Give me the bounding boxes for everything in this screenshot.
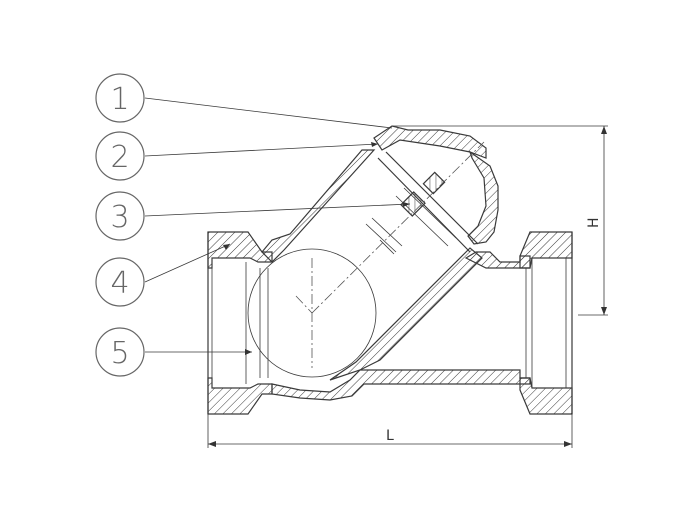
length-label: L [386, 428, 394, 444]
leader-lines [144, 97, 411, 355]
left-end-body [207, 231, 273, 415]
callout-4-label: 4 [110, 266, 129, 301]
callout-4: 4 [95, 257, 145, 307]
callout-1: 1 [95, 73, 145, 123]
callout-5-label: 5 [110, 336, 129, 371]
seat-outline [247, 141, 485, 378]
body-lower-wall [271, 369, 531, 401]
callout-1-label: 1 [110, 82, 129, 117]
callout-2: 2 [95, 131, 145, 181]
height-label: H [586, 217, 602, 228]
callout-5: 5 [95, 327, 145, 377]
dimension-h: H [392, 125, 608, 316]
dimension-l: L [207, 414, 573, 448]
body-angled-wall [261, 149, 483, 381]
callout-3-label: 3 [110, 200, 129, 235]
cover-part [373, 125, 499, 245]
right-end-body [464, 231, 573, 415]
callout-3: 3 [95, 191, 145, 241]
callout-2-label: 2 [110, 140, 129, 175]
disc-assembly [365, 151, 479, 255]
